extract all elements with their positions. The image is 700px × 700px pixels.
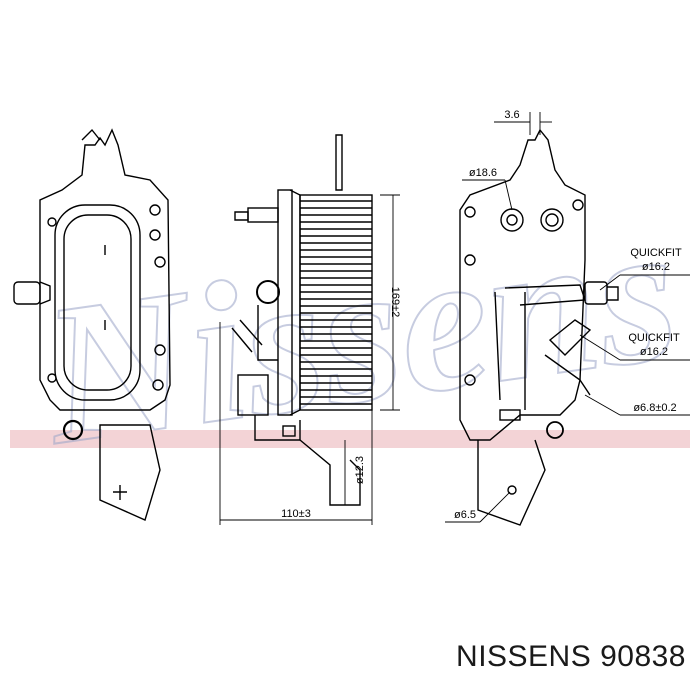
port-height-dimension: ø12.3 [354, 456, 366, 484]
rear-view [459, 128, 619, 526]
port-diameter-dimension: ø18.6 [469, 167, 497, 179]
width-dimension: 110±3 [281, 508, 311, 520]
clip-dimension: ø6.8±0.2 [633, 402, 676, 414]
product-caption: NISSENS 90838 [456, 640, 686, 673]
leader-lines [445, 112, 690, 523]
top-width-dimension: 3.6 [504, 109, 519, 121]
side-view [231, 134, 373, 506]
dimension-lines [219, 194, 400, 525]
hole-dimension: ø6.5 [454, 509, 476, 521]
quickfit-size-1: ø16.2 [642, 261, 670, 273]
watermark-stripe [10, 430, 690, 448]
quickfit-size-2: ø16.2 [640, 346, 668, 358]
front-view [13, 128, 171, 521]
quickfit-label-2: QUICKFIT [628, 332, 680, 344]
height-dimension: 169±2 [389, 287, 401, 318]
quickfit-label-1: QUICKFIT [630, 247, 682, 259]
